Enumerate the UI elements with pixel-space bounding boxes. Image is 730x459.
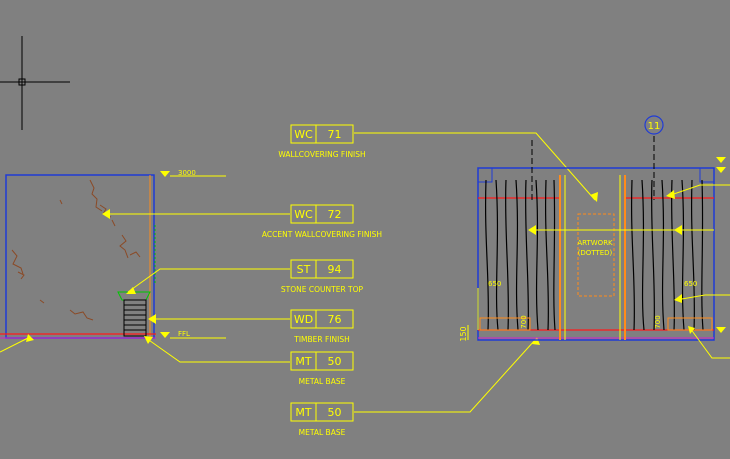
timber-slats-left: [484, 179, 556, 331]
tag-caption: METAL BASE: [299, 428, 346, 437]
artwork-label-line2: (DOTTED): [578, 249, 613, 257]
tag-caption: TIMBER FINISH: [293, 335, 350, 344]
tag-number: 71: [328, 128, 342, 141]
counter-blocks: [479, 317, 713, 331]
stone-pattern: [11, 179, 141, 321]
tag-caption: WALLCOVERING FINISH: [278, 150, 365, 159]
tag-code: MT: [295, 406, 311, 419]
dim-700-left: 700: [520, 315, 528, 328]
level-marker-top: 3000: [160, 169, 226, 177]
tag-code: MT: [295, 355, 311, 368]
tag-caption: STONE COUNTER TOP: [281, 285, 364, 294]
dimension-700-left: 700: [520, 315, 528, 328]
tag-number: 50: [328, 355, 342, 368]
level-top-label: 3000: [178, 169, 196, 177]
level-marker-floor: FFL: [160, 330, 226, 339]
crosshair-cursor-icon: [0, 36, 70, 130]
dim-right-height: 650: [684, 280, 697, 288]
tag-caption: ACCENT WALLCOVERING FINISH: [262, 230, 382, 239]
grid-bubble-label: 11: [648, 121, 661, 132]
level-floor-label: FFL: [178, 330, 190, 338]
leader-arrowheads: [102, 192, 598, 345]
dim-base-label: 150: [459, 326, 468, 341]
right-level-markers: [716, 157, 726, 333]
left-elevation[interactable]: 3000 FFL: [0, 169, 226, 353]
tag-number: 50: [328, 406, 342, 419]
artwork-label-line1: ARTWORK: [577, 239, 613, 247]
right-elevation[interactable]: 11 ARTWORK (DOTTED) 650 650 150 70: [459, 115, 730, 359]
tag-number: 72: [328, 208, 342, 221]
leader-lines: [104, 132, 596, 413]
grid-bubble: 11: [644, 115, 664, 135]
dim-700-right: 700: [654, 315, 662, 328]
tag-code: WD: [294, 313, 313, 326]
dimension-150: 150: [459, 325, 469, 342]
tag-number: 94: [328, 263, 342, 276]
tag-code: ST: [297, 263, 311, 276]
artwork-box: ARTWORK (DOTTED): [577, 213, 615, 297]
tag-number: 76: [328, 313, 342, 326]
dim-left-height: 650: [488, 280, 501, 288]
tag-code: WC: [294, 208, 313, 221]
dimension-650-right: 650: [684, 280, 697, 288]
tag-code: WC: [294, 128, 313, 141]
dimension-650-left: 650: [477, 280, 501, 330]
tag-caption: METAL BASE: [299, 377, 346, 386]
timber-slats-right: [630, 179, 704, 331]
counter-stack: [117, 291, 151, 337]
dimension-700-right: 700: [654, 315, 662, 328]
